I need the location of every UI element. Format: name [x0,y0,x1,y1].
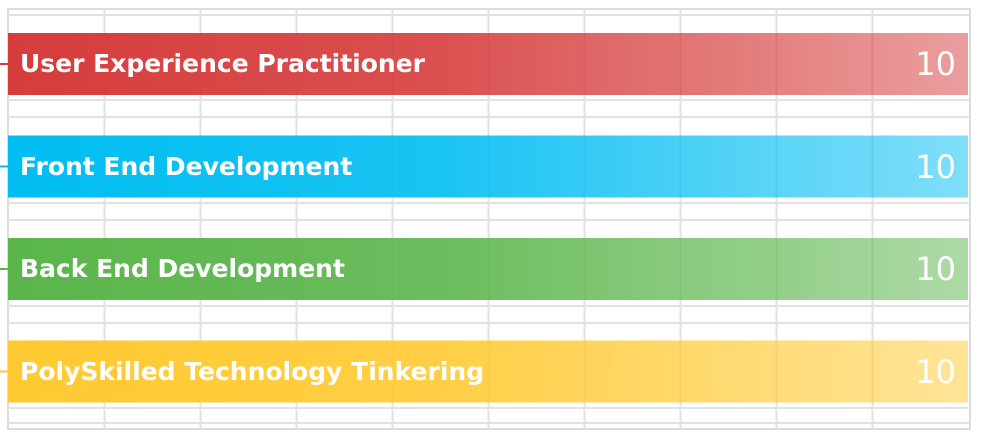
bar-0 [8,33,968,95]
bar-value-label: 10 [915,352,956,391]
bar-value-label: 10 [915,45,956,83]
bar-label: Back End Development [20,254,345,283]
bars [0,33,968,403]
bar-value-label: 10 [915,147,956,186]
bar-label: User Experience Practitioner [20,49,425,78]
bar-2 [8,238,968,300]
bar-label: PolySkilled Technology Tinkering [20,356,485,386]
bar-1 [8,135,968,198]
bar-label: Front End Development [20,151,353,181]
bar-3 [8,340,968,403]
bar-value-label: 10 [915,250,956,288]
